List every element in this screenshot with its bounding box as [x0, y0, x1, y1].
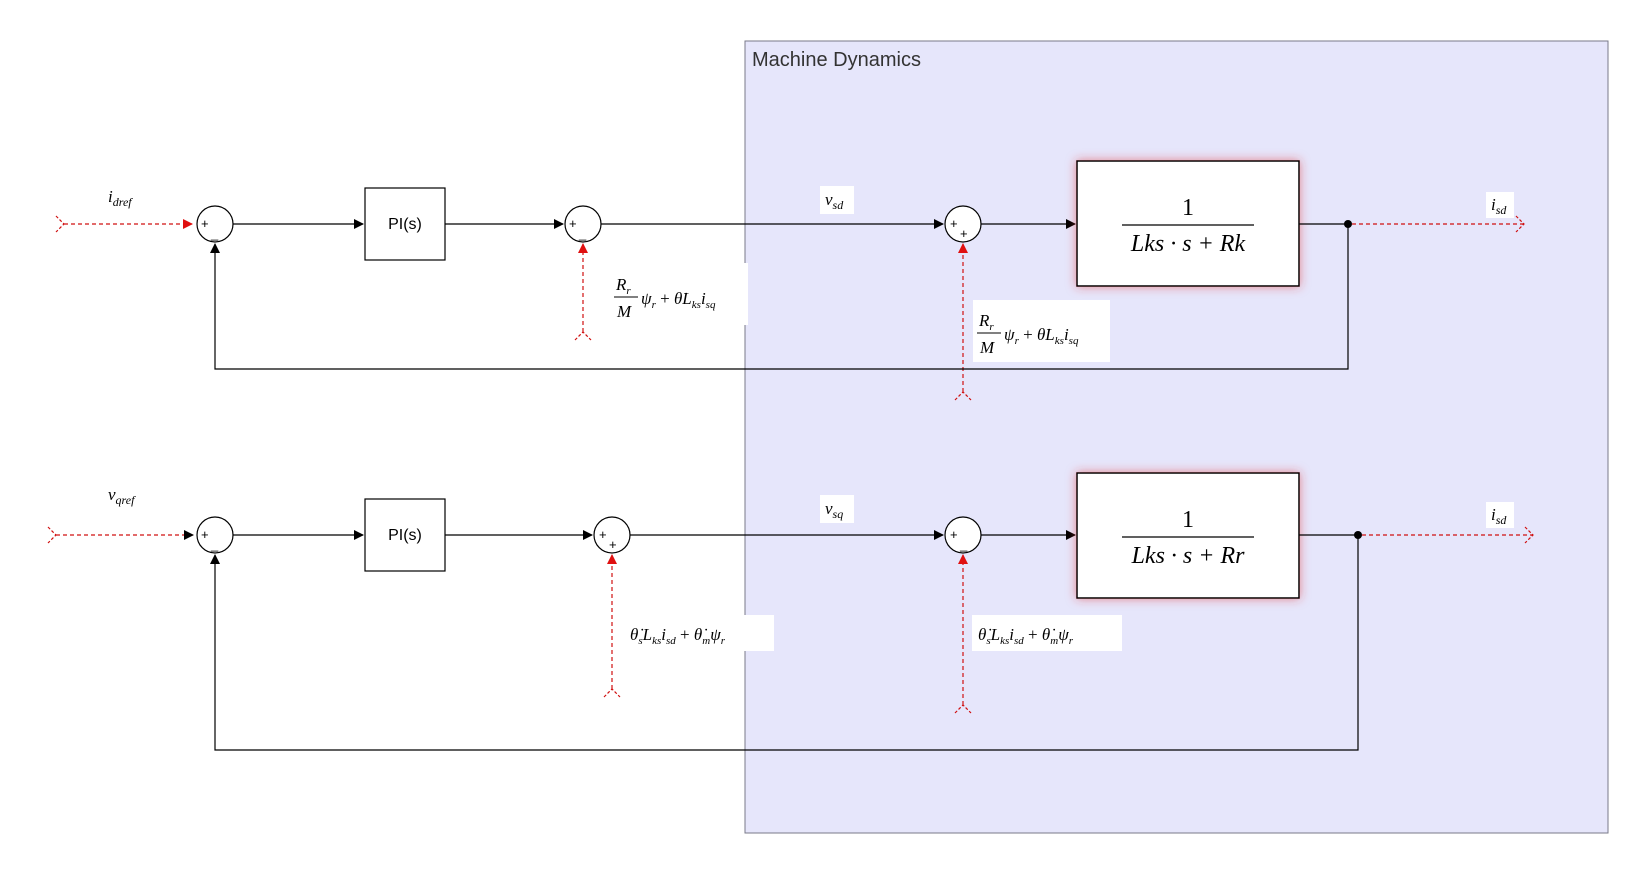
- svg-text:+: +: [201, 527, 209, 542]
- svg-text:_: _: [578, 226, 587, 241]
- output-port-isd-q[interactable]: [1362, 526, 1534, 544]
- svg-text:1: 1: [1182, 195, 1194, 221]
- svg-text:PI(s): PI(s): [388, 527, 422, 544]
- pi-controller-d[interactable]: PI(s): [364, 187, 446, 261]
- svg-text:Lks · s + Rr: Lks · s + Rr: [1131, 543, 1246, 569]
- sum-block-d1[interactable]: + _: [196, 205, 234, 243]
- svg-text:+: +: [609, 537, 617, 552]
- svg-text:Rr: Rr: [978, 311, 994, 333]
- feedforward-label-d-inner: Rr M ψr + θ̇Lksisq: [973, 300, 1110, 362]
- svg-text:θ̇sLksisd + θ̇mψr: θ̇sLksisd + θ̇mψr: [630, 625, 726, 647]
- input-port-idref[interactable]: [55, 215, 193, 233]
- svg-text:θ̇sLksisd + θ̇mψr: θ̇sLksisd + θ̇mψr: [978, 625, 1074, 647]
- sum-block-q2[interactable]: + +: [593, 516, 631, 554]
- svg-text:_: _: [210, 537, 219, 552]
- svg-text:Lks · s + Rk: Lks · s + Rk: [1130, 231, 1246, 257]
- feedforward-label-d-outer: Rr M ψr + θ̇Lksisq: [608, 263, 748, 325]
- feedforward-port-d-inner[interactable]: [954, 243, 972, 401]
- svg-text:+: +: [950, 216, 958, 231]
- svg-text:isd: isd: [1491, 195, 1507, 217]
- svg-text:M: M: [616, 302, 632, 321]
- svg-text:+: +: [201, 216, 209, 231]
- input-port-vqref[interactable]: [47, 526, 194, 544]
- svg-text:+: +: [960, 226, 968, 241]
- svg-text:PI(s): PI(s): [388, 216, 422, 233]
- svg-text:Rr: Rr: [615, 275, 631, 297]
- transfer-function-d[interactable]: [1076, 160, 1300, 287]
- output-label-isd-q: isd: [1486, 502, 1514, 528]
- sum-block-d3[interactable]: + +: [944, 205, 982, 243]
- svg-text:ψr + θ̇Lksisq: ψr + θ̇Lksisq: [641, 289, 716, 311]
- svg-text:+: +: [569, 216, 577, 231]
- feedforward-port-q-outer[interactable]: [603, 554, 621, 698]
- feedforward-label-q-outer: θ̇sLksisd + θ̇mψr: [624, 615, 774, 651]
- subsystem-title: Machine Dynamics: [752, 49, 921, 71]
- feedforward-port-d-outer[interactable]: [574, 243, 592, 341]
- svg-text:ψr + θ̇Lksisq: ψr + θ̇Lksisq: [1004, 325, 1079, 347]
- machine-dynamics-subsystem[interactable]: Machine Dynamics: [744, 40, 1609, 834]
- svg-text:1: 1: [1182, 507, 1194, 533]
- svg-text:vsq: vsq: [825, 499, 843, 521]
- pi-controller-q[interactable]: PI(s): [364, 498, 446, 572]
- input-label-idref: idref: [108, 187, 133, 209]
- svg-text:_: _: [210, 226, 219, 241]
- svg-text:M: M: [979, 338, 995, 357]
- transfer-function-q[interactable]: [1076, 472, 1300, 599]
- sum-block-d2[interactable]: + _: [564, 205, 602, 243]
- output-port-isd-d[interactable]: [1352, 215, 1525, 233]
- signal-label-vsq: vsq: [820, 495, 854, 523]
- svg-text:vsd: vsd: [825, 190, 844, 212]
- feedforward-label-q-inner: θ̇sLksisd + θ̇mψr: [972, 615, 1122, 651]
- svg-text:+: +: [599, 527, 607, 542]
- signal-label-vsd: vsd: [820, 186, 854, 214]
- output-label-isd-d: isd: [1486, 192, 1514, 218]
- svg-text:isd: isd: [1491, 505, 1507, 527]
- sum-block-q1[interactable]: + _: [196, 516, 234, 554]
- svg-text:_: _: [959, 537, 968, 552]
- svg-text:+: +: [950, 527, 958, 542]
- feedforward-port-q-inner[interactable]: [954, 554, 972, 714]
- sum-block-q3[interactable]: + _: [944, 516, 982, 554]
- input-label-vqref: vqref: [108, 485, 136, 507]
